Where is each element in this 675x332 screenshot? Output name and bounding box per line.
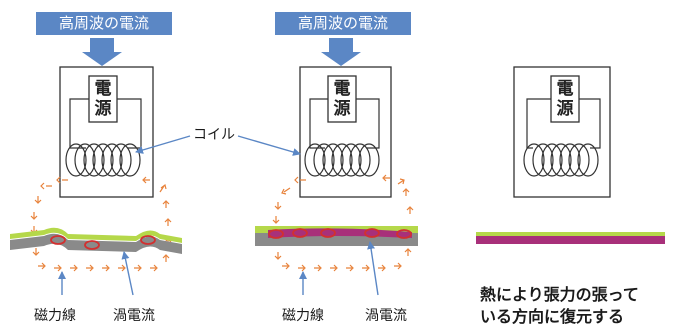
eddy-current-label-2: 渦電流 xyxy=(365,308,407,324)
hf-current-banner-2: 高周波の電流 xyxy=(275,12,411,35)
caption-line-1: 熱により張力の張って xyxy=(480,285,639,304)
eddy-current-loops xyxy=(268,228,412,239)
panel-1 xyxy=(10,38,182,296)
eddy-current-loops xyxy=(50,235,156,250)
coil xyxy=(304,143,380,177)
power-source-label-3a: 電 xyxy=(556,79,574,99)
eddy-current-pointer xyxy=(121,251,134,296)
coil xyxy=(523,143,599,177)
power-source-label-1b: 源 xyxy=(94,99,112,119)
eddy-current-label-1: 渦電流 xyxy=(113,308,155,324)
magnetic-field-lines xyxy=(272,174,414,272)
current-down-arrow xyxy=(82,38,122,66)
lead-wire xyxy=(356,98,380,149)
hf-current-banner-1: 高周波の電流 xyxy=(36,12,172,35)
current-down-arrow xyxy=(321,38,361,66)
coil-label: コイル xyxy=(193,127,235,143)
field-lines-label-1: 磁力線 xyxy=(34,308,76,324)
coil xyxy=(65,143,141,177)
power-source-label-3b: 源 xyxy=(556,99,574,119)
caption-line-2: いる方向に復元する xyxy=(480,307,625,326)
lead-wire xyxy=(117,98,142,149)
eddy-current-pointer xyxy=(367,241,379,296)
power-source-box xyxy=(88,75,118,123)
power-source-label-2a: 電 xyxy=(333,79,351,99)
sheet-green-layer xyxy=(10,227,182,243)
power-source-label-2b: 源 xyxy=(333,99,351,119)
field-lines-label-2: 磁力線 xyxy=(282,308,324,324)
coil-pointer-left xyxy=(135,135,191,154)
heated-layer xyxy=(476,236,665,244)
panel-3 xyxy=(476,66,665,244)
lead-wire xyxy=(526,98,551,149)
sheet-gray-layer xyxy=(10,233,182,254)
coil-pointer-right xyxy=(237,135,301,156)
panel-2 xyxy=(255,38,418,296)
power-source-label-1a: 電 xyxy=(94,79,112,99)
